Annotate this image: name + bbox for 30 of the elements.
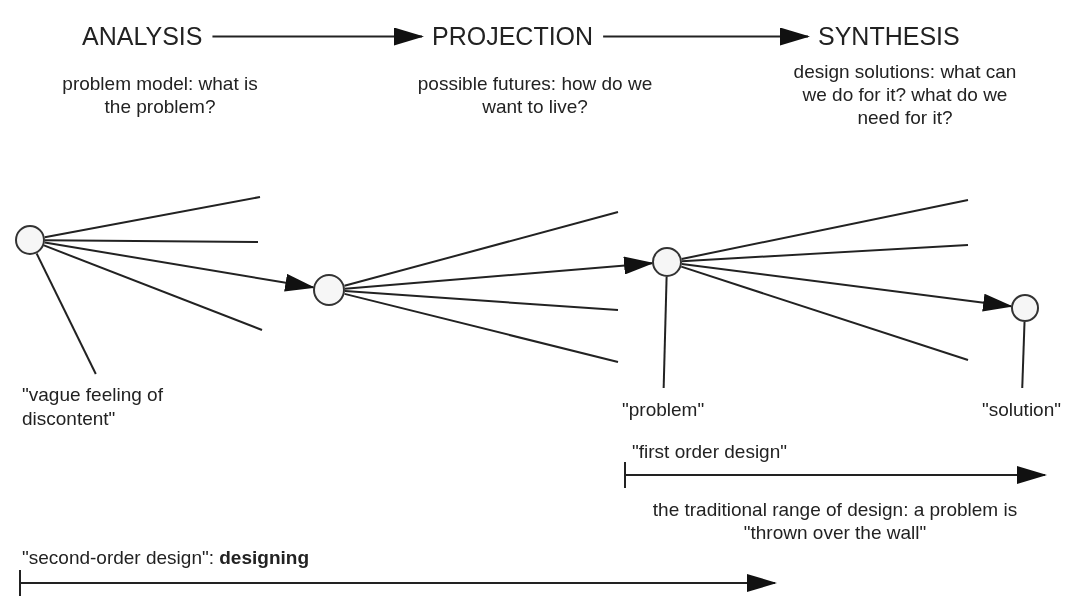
range-label: "second-order design": designing <box>22 546 309 570</box>
branch-line <box>343 290 619 311</box>
state-circle <box>15 225 45 255</box>
annotation-text: "problem" <box>622 398 705 422</box>
branch-line <box>343 211 619 287</box>
range-label: "first order design" <box>632 440 787 464</box>
stage-heading: ANALYSIS <box>82 22 203 51</box>
stage-description: problem model: what is the problem? <box>61 72 259 118</box>
branch-line <box>44 239 259 243</box>
annotation-text: "solution" <box>982 398 1061 422</box>
branch-line <box>681 244 969 263</box>
branch-line <box>680 199 969 260</box>
state-circle <box>313 274 345 306</box>
state-circle <box>652 247 682 277</box>
leader-line <box>1021 321 1026 389</box>
branch-line <box>43 196 261 239</box>
stage-description: possible futures: how do we want to live? <box>416 72 654 118</box>
leader-line <box>662 276 668 389</box>
branch-line <box>43 244 263 331</box>
arrow <box>211 27 424 46</box>
branch-line <box>343 292 619 363</box>
leader-line <box>35 252 97 375</box>
range-description: the traditional range of design: a problem is "thrown over the wall" <box>651 498 1019 544</box>
stage-heading: PROJECTION <box>432 22 594 51</box>
state-circle <box>1011 294 1039 322</box>
branch-line <box>680 265 969 361</box>
stage-heading: SYNTHESIS <box>818 22 960 51</box>
stage-description: design solutions: what can we do for it? what do we need for it? <box>792 60 1018 129</box>
arrow <box>602 27 810 46</box>
annotation-text: "vague feeling of discontent" <box>22 383 202 431</box>
